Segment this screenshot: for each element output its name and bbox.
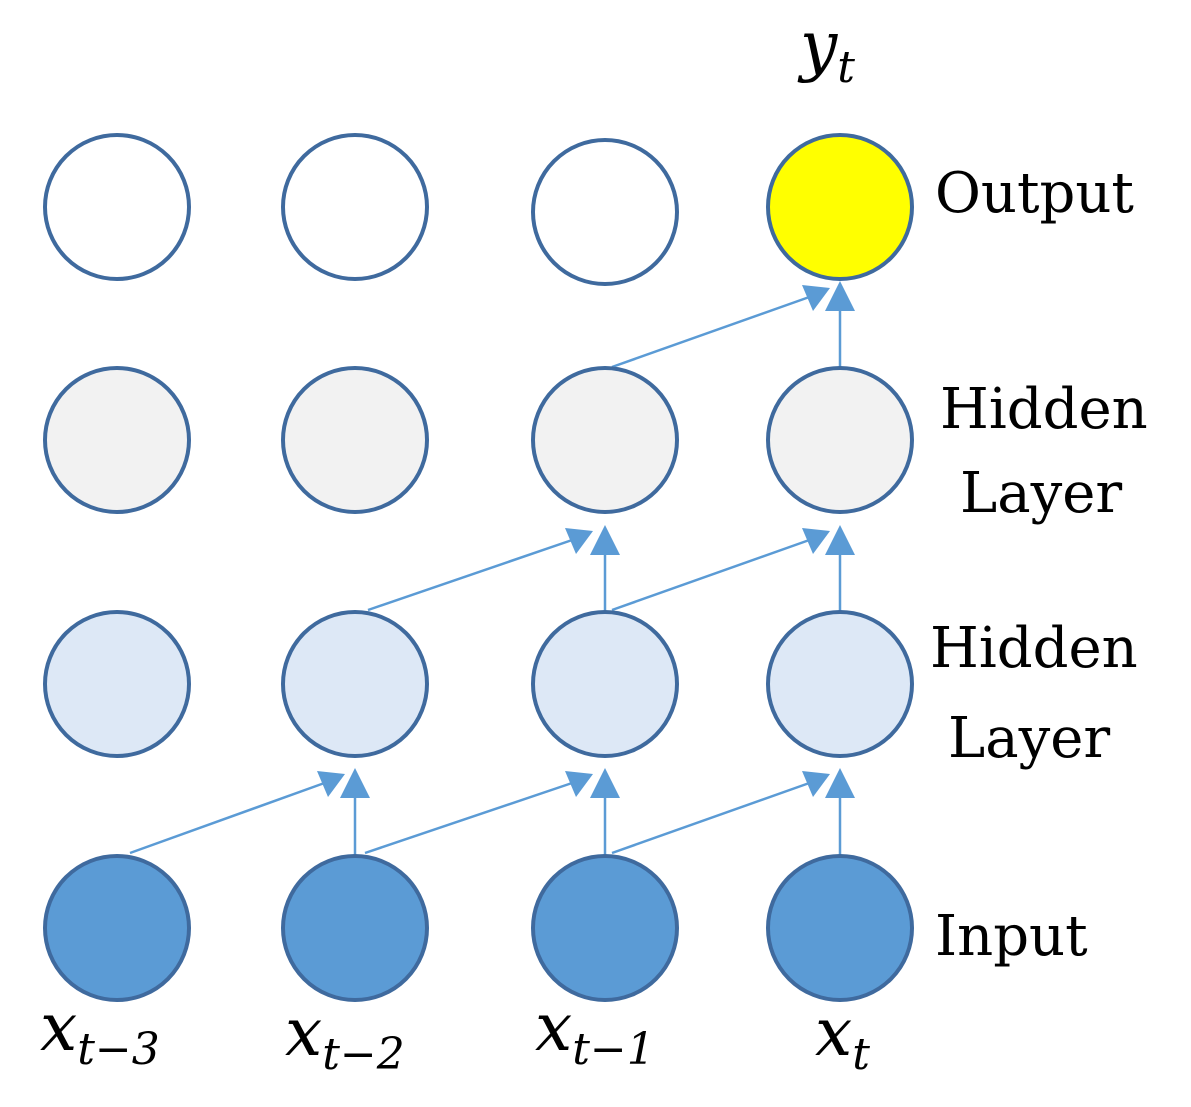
arrowhead-diagonal [802, 771, 830, 797]
hidden-bottom-node-1 [43, 610, 191, 758]
svg-text:xt: xt [815, 994, 870, 1080]
input-symbol-3-sub: t−1 [572, 1024, 655, 1075]
output-symbol: yt [797, 7, 855, 93]
output-node-3 [531, 138, 679, 286]
output-symbol-base: y [797, 7, 838, 84]
input-symbols: xt−3 xt−2 xt−1 xt [40, 989, 870, 1080]
hidden-bottom-node-2 [281, 610, 429, 758]
hidden-layer-bottom [43, 610, 914, 758]
arrowhead-up [340, 768, 370, 798]
input-node-4 [766, 854, 914, 1002]
output-layer [43, 133, 914, 286]
label-input: Input [935, 904, 1088, 969]
input-layer [43, 854, 914, 1002]
arrowhead-up [590, 768, 620, 798]
edge-in3-h1-4 [611, 779, 816, 855]
edge-in1-h1-2 [129, 779, 331, 855]
input-symbol-4-sub: t [852, 1029, 870, 1080]
arrowhead-diagonal [802, 285, 830, 311]
input-node-1 [43, 854, 191, 1002]
hidden-top-node-4 [766, 366, 914, 514]
input-symbol-2-sub: t−2 [322, 1029, 405, 1080]
hidden-bottom-node-3 [531, 610, 679, 758]
input-symbol-4-base: x [815, 994, 852, 1071]
output-symbol-sub: t [837, 42, 855, 93]
arrowhead-diagonal [802, 528, 830, 554]
svg-text:xt−1: xt−1 [535, 989, 655, 1075]
hidden-top-node-1 [43, 366, 191, 514]
hidden-top-node-3 [531, 366, 679, 514]
edges [129, 293, 842, 856]
arrowhead-diagonal [565, 528, 593, 554]
input-node-2 [281, 854, 429, 1002]
output-node-1 [43, 133, 191, 281]
label-hidden-bottom-line2: Layer [948, 706, 1110, 771]
hidden-bottom-node-4 [766, 610, 914, 758]
label-hidden-top-line1: Hidden [940, 377, 1148, 442]
input-symbol-1-base: x [40, 989, 77, 1066]
arrowhead-up [825, 525, 855, 555]
arrowhead-up [825, 281, 855, 311]
output-node-active [766, 133, 914, 281]
svg-text:yt: yt [797, 7, 855, 93]
svg-text:xt−3: xt−3 [40, 989, 160, 1075]
label-hidden-top-line2: Layer [960, 461, 1122, 526]
edge-in2-h1-3 [364, 779, 579, 855]
arrowhead-up [590, 525, 620, 555]
edge-h2-3-out-4 [611, 293, 816, 369]
arrowhead-up [825, 768, 855, 798]
hidden-top-node-2 [281, 366, 429, 514]
arrowhead-diagonal [317, 771, 345, 797]
layer-labels: Output Hidden Layer Hidden Layer Input [930, 161, 1148, 969]
svg-text:xt−2: xt−2 [285, 994, 405, 1080]
label-hidden-bottom-line1: Hidden [930, 616, 1138, 681]
edge-h1-2-h2-3 [367, 536, 579, 612]
hidden-layer-top [43, 366, 914, 514]
edge-h1-3-h2-4 [611, 536, 816, 612]
input-symbol-1-sub: t−3 [77, 1024, 160, 1075]
arrowheads [317, 281, 855, 798]
input-symbol-2-base: x [285, 994, 322, 1071]
output-node-2 [281, 133, 429, 281]
arrowhead-diagonal [565, 771, 593, 797]
input-symbol-3-base: x [535, 989, 572, 1066]
label-output: Output [935, 161, 1134, 226]
input-node-3 [531, 854, 679, 1002]
